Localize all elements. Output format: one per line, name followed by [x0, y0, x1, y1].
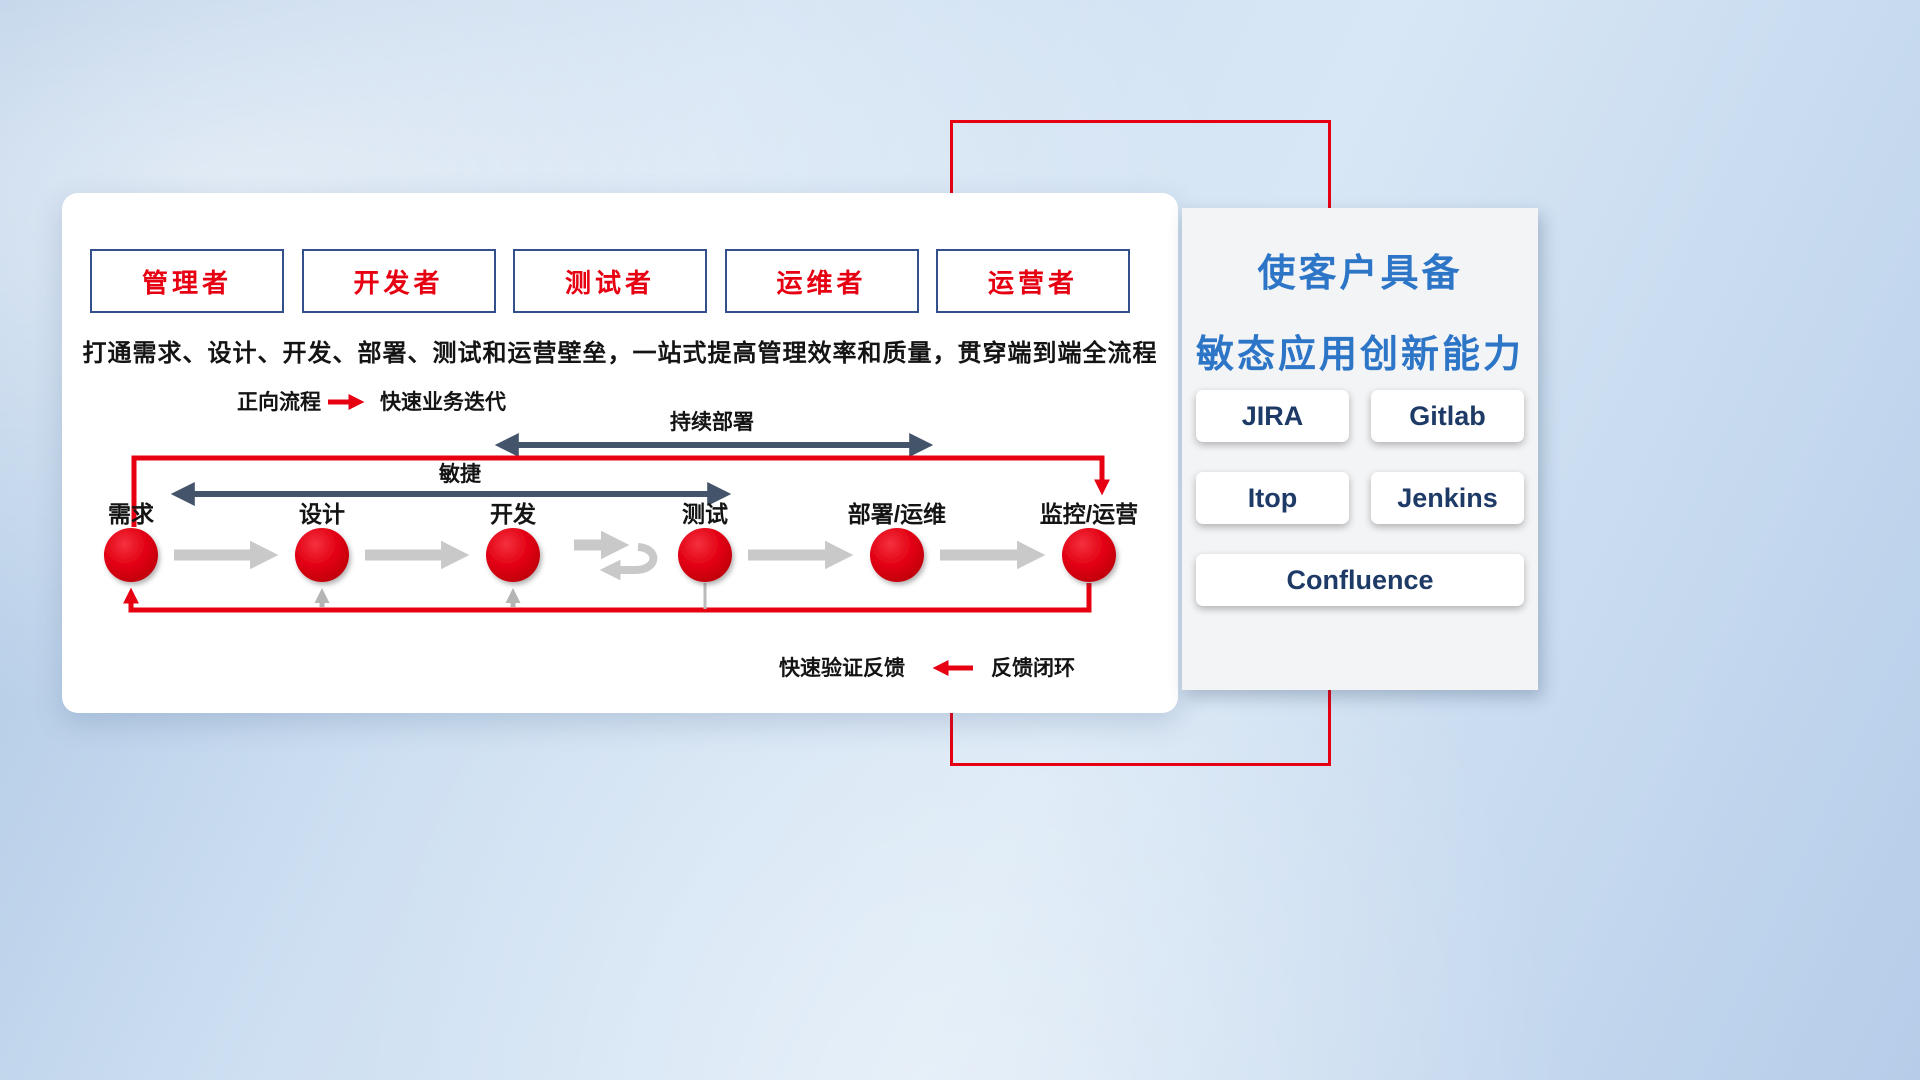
devops-flow-panel: 管理者 开发者 测试者 运维者 运营者 打通需求、设计、开发、部署、测试和运营壁…	[62, 193, 1178, 713]
stage-label: 需求	[108, 501, 154, 527]
stage-label: 设计	[299, 501, 345, 527]
agile-label: 敏捷	[438, 462, 481, 486]
tool-chip-confluence: Confluence	[1196, 554, 1524, 606]
stage-label: 开发	[490, 501, 536, 527]
stage-circle-requirements	[104, 528, 158, 582]
role-label: 测试者	[564, 267, 655, 298]
flow-diagram: 正向流程 快速业务迭代 持续部署 敏捷	[104, 390, 1138, 680]
role-label: 管理者	[141, 267, 232, 298]
tool-chip-jenkins: Jenkins	[1371, 472, 1524, 524]
role-box-ops: 运维者	[724, 249, 919, 313]
role-row: 管理者 开发者 测试者 运维者 运营者	[90, 249, 1130, 313]
capability-panel: 使客户具备 敏态应用创新能力 JIRA Gitlab Itop Jenkins …	[1182, 208, 1538, 690]
stage-label: 监控/运营	[1040, 501, 1138, 527]
panel-description: 打通需求、设计、开发、部署、测试和运营壁垒，一站式提高管理效率和质量，贯穿端到端…	[82, 340, 1158, 367]
role-label: 开发者	[353, 267, 444, 298]
stage-circle-design	[295, 528, 349, 582]
feedback-loop-line	[122, 583, 1092, 613]
stage-circle-monitor-operate	[1062, 528, 1116, 582]
feedback-legend-desc: 快速验证反馈	[779, 656, 905, 680]
forward-legend-desc: 快速业务迭代	[380, 390, 506, 414]
forward-loop-line	[131, 455, 1111, 527]
role-box-tester: 测试者	[513, 249, 707, 313]
capability-title-line1: 使客户具备	[1257, 253, 1463, 295]
role-box-manager: 管理者	[90, 249, 284, 313]
stage-circle-development	[486, 528, 540, 582]
iteration-loop-icon	[574, 530, 658, 581]
role-box-operator: 运营者	[936, 249, 1130, 313]
continuous-deploy-label: 持续部署	[670, 410, 754, 434]
stage-label: 部署/运维	[848, 501, 946, 527]
feedback-legend-label: 反馈闭环	[991, 656, 1075, 680]
tool-chip-gitlab: Gitlab	[1371, 390, 1524, 442]
forward-legend-label: 正向流程	[237, 390, 321, 414]
stage-circle-testing	[678, 528, 732, 582]
capability-title-line2: 敏态应用创新能力	[1195, 334, 1524, 376]
stage-circle-deploy-ops	[870, 528, 924, 582]
tool-chip-itop: Itop	[1196, 472, 1349, 524]
stage-label: 测试	[682, 501, 728, 527]
tool-chip-jira: JIRA	[1196, 390, 1349, 442]
role-box-developer: 开发者	[301, 249, 496, 313]
role-label: 运维者	[776, 267, 867, 298]
role-label: 运营者	[987, 267, 1078, 298]
tool-grid: JIRA Gitlab Itop Jenkins Confluence	[1196, 390, 1524, 606]
